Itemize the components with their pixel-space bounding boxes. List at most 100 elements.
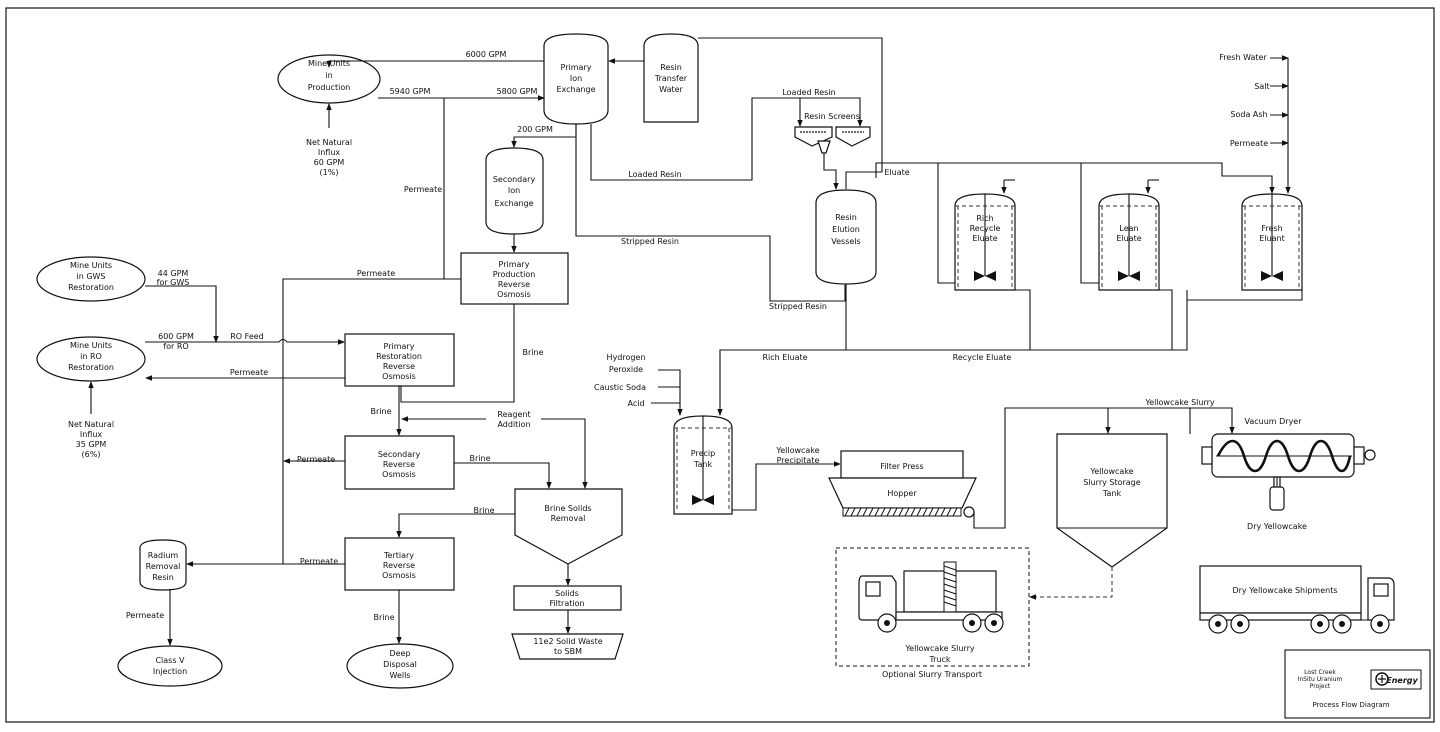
permeate-label-3: Permeate xyxy=(230,368,268,377)
primary-ion-exchange-vessel: Primary Ion Exchange xyxy=(543,33,609,125)
prro-line-4: Osmosis xyxy=(382,372,416,381)
shipments-label: Dry Yellowcake Shipments xyxy=(1232,586,1337,595)
mine-units-gws: Mine Units in GWS Restoration xyxy=(36,256,146,302)
deep-disposal-line-2: Disposal xyxy=(383,660,417,669)
resin-transfer-line-2: Transfer xyxy=(654,74,688,83)
ppro-line-3: Reverse xyxy=(498,280,530,289)
dry-yellowcake-label: Dry Yellowcake xyxy=(1247,522,1307,531)
ppro-line-4: Osmosis xyxy=(497,290,531,299)
influx-ro-line-3: 35 GPM xyxy=(76,440,107,449)
rich-recycle-line-1: Rich xyxy=(976,214,993,223)
logo-text: Energy xyxy=(1386,676,1418,685)
gws-flow-line-2: for GWS xyxy=(157,278,190,287)
brine-solids-line-2: Removal xyxy=(551,514,586,523)
soda-ash-label: Soda Ash xyxy=(1230,110,1267,119)
hydrogen-peroxide-line-1: Hydrogen xyxy=(607,353,646,362)
mine-units-ro: Mine Units in RO Restoration xyxy=(36,336,146,382)
loaded-resin-label-1: Loaded Resin xyxy=(628,170,681,179)
primary-ix-line-3: Exchange xyxy=(556,85,595,94)
resin-elution-vessels: Resin Elution Vessels xyxy=(815,189,877,285)
resin-transfer-line-1: Resin xyxy=(660,63,682,72)
waste-line-1: 11e2 Solid Waste xyxy=(533,637,602,646)
rich-eluate-label: Rich Eluate xyxy=(762,353,807,362)
influx-prod-line-1: Net Natural xyxy=(306,138,352,147)
influx-prod-line-4: (1%) xyxy=(320,168,339,177)
influx-ro-line-4: (6%) xyxy=(82,450,101,459)
flow-labels: 6000 GPM 5940 GPM 5800 GPM 200 GPM Net N… xyxy=(68,50,1270,622)
yellowcake-slurry-storage-tank: Yellowcake Slurry Storage Tank xyxy=(1056,433,1168,568)
ro-feed-label: RO Feed xyxy=(230,332,263,341)
stripped-resin-label-2: Stripped Resin xyxy=(769,302,827,311)
permeate-label-5: Permeate xyxy=(300,557,338,566)
class-v-line-2: Injection xyxy=(153,667,187,676)
rich-recycle-line-2: Recycle xyxy=(970,224,1001,233)
flow-5940-label: 5940 GPM xyxy=(390,87,431,96)
lean-line-1: Lean xyxy=(1119,224,1138,233)
permeate-label-7: Permeate xyxy=(1230,139,1268,148)
radium-removal-resin: Radium Removal Resin xyxy=(139,539,187,591)
mine-ro-line-3: Restoration xyxy=(68,363,114,372)
brine-label-2: Brine xyxy=(371,407,392,416)
precipitate-line-1: Yellowcake xyxy=(775,446,819,455)
vacuum-dryer-label: Vacuum Dryer xyxy=(1244,417,1302,426)
lean-line-2: Eluate xyxy=(1116,234,1141,243)
influx-prod-line-3: 60 GPM xyxy=(314,158,345,167)
mine-ro-line-2: in RO xyxy=(80,352,102,361)
precip-tank: Precip Tank xyxy=(673,415,733,515)
waste-line-2: to SBM xyxy=(554,647,582,656)
lean-eluate-tank: Lean Eluate xyxy=(1098,193,1160,291)
precipitate-line-2: Precipitate xyxy=(777,456,820,465)
reagent-line-1: Reagent xyxy=(497,410,530,419)
sro-line-2: Reverse xyxy=(383,460,415,469)
brine-solids-line-1: Brine Solids xyxy=(544,504,591,513)
sro-line-1: Secondary xyxy=(378,450,421,459)
vacuum-dryer: Vacuum Dryer xyxy=(1201,417,1376,478)
hopper-label: Hopper xyxy=(887,489,917,498)
tro-line-1: Tertiary xyxy=(383,551,414,560)
ppro-line-2: Production xyxy=(493,270,536,279)
prro-line-3: Reverse xyxy=(383,362,415,371)
elution-line-2: Elution xyxy=(832,225,860,234)
resin-transfer-water-tank: Resin Transfer Water xyxy=(643,33,699,123)
solid-waste-to-sbm: 11e2 Solid Waste to SBM xyxy=(511,633,624,660)
stripped-resin-label-1: Stripped Resin xyxy=(621,237,679,246)
slurry-storage-line-1: Yellowcake xyxy=(1089,467,1133,476)
project-line-3: Project xyxy=(1310,683,1331,690)
elution-line-3: Vessels xyxy=(831,237,860,246)
fresh-water-label: Fresh Water xyxy=(1219,53,1267,62)
optional-transport-label: Optional Slurry Transport xyxy=(882,670,982,679)
reagent-line-2: Addition xyxy=(497,420,530,429)
yellowcake-slurry-label: Yellowcake Slurry xyxy=(1144,398,1215,407)
prro-line-1: Primary xyxy=(384,342,415,351)
project-line-1: Lost Creek xyxy=(1304,669,1336,676)
resin-screens-label: Resin Screens xyxy=(804,112,860,121)
permeate-label-1: Permeate xyxy=(404,185,442,194)
tro-line-2: Reverse xyxy=(383,561,415,570)
title-block: Lost Creek InSitu Uranium Project Energy… xyxy=(1284,649,1431,719)
secondary-ro: Secondary Reverse Osmosis xyxy=(344,435,455,490)
influx-ro-line-2: Influx xyxy=(80,430,103,439)
hydrogen-peroxide-line-2: Peroxide xyxy=(609,365,643,374)
filter-press-label: Filter Press xyxy=(880,462,923,471)
secondary-ix-line-2: Ion xyxy=(508,186,520,195)
filter-press-hopper: Filter Press Hopper xyxy=(828,450,977,518)
brine-label-3: Brine xyxy=(470,454,491,463)
tertiary-ro: Tertiary Reverse Osmosis xyxy=(344,537,455,591)
sro-line-3: Osmosis xyxy=(382,470,416,479)
solids-filtration: Solids Filtration xyxy=(513,585,622,611)
deep-disposal-wells: Deep Disposal Wells xyxy=(346,643,454,689)
flow-5800-label: 5800 GPM xyxy=(497,87,538,96)
primary-production-ro: Primary Production Reverse Osmosis xyxy=(460,252,569,305)
deep-disposal-line-3: Wells xyxy=(390,671,411,680)
mine-gws-line-1: Mine Units xyxy=(70,261,112,270)
influx-prod-line-2: Influx xyxy=(318,148,341,157)
secondary-ix-line-1: Secondary xyxy=(493,175,536,184)
prro-line-2: Restoration xyxy=(376,352,422,361)
caustic-soda-label: Caustic Soda xyxy=(594,383,646,392)
acid-label: Acid xyxy=(627,399,644,408)
gws-flow-line-1: 44 GPM xyxy=(158,269,189,278)
mine-gws-line-3: Restoration xyxy=(68,283,114,292)
brine-solids-removal: Brine Solids Removal xyxy=(514,488,623,565)
loaded-resin-label-2: Loaded Resin xyxy=(782,88,835,97)
